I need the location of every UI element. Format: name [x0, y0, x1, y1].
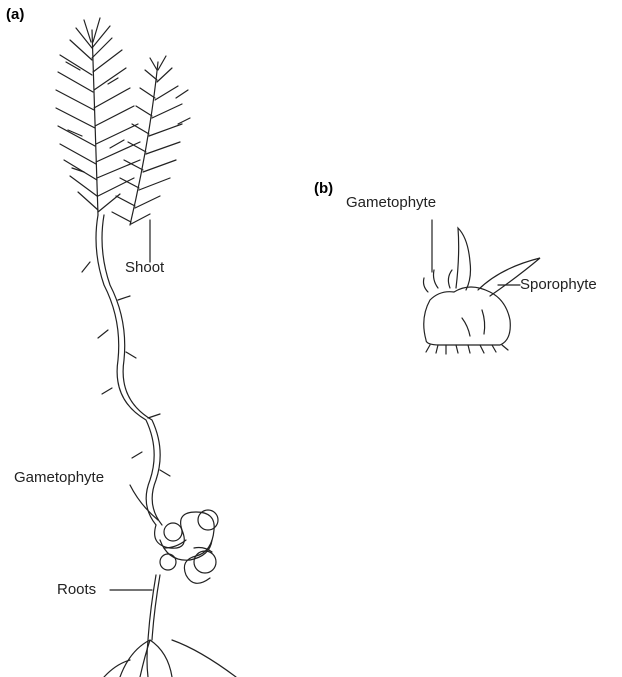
panel-label-b: (b)	[314, 180, 333, 197]
gametophyte-a-label: Gametophyte	[14, 469, 104, 486]
panel-label-a: (a)	[6, 6, 24, 23]
gametophyte-a-callout-line	[130, 485, 158, 520]
gametophyte-coil	[155, 510, 218, 583]
sporophyte-label: Sporophyte	[520, 276, 597, 293]
gametophyte-b-label: Gametophyte	[346, 194, 436, 211]
roots-label: Roots	[57, 581, 96, 598]
shoot-label: Shoot	[125, 259, 164, 276]
plant-shoot-left	[56, 18, 140, 215]
